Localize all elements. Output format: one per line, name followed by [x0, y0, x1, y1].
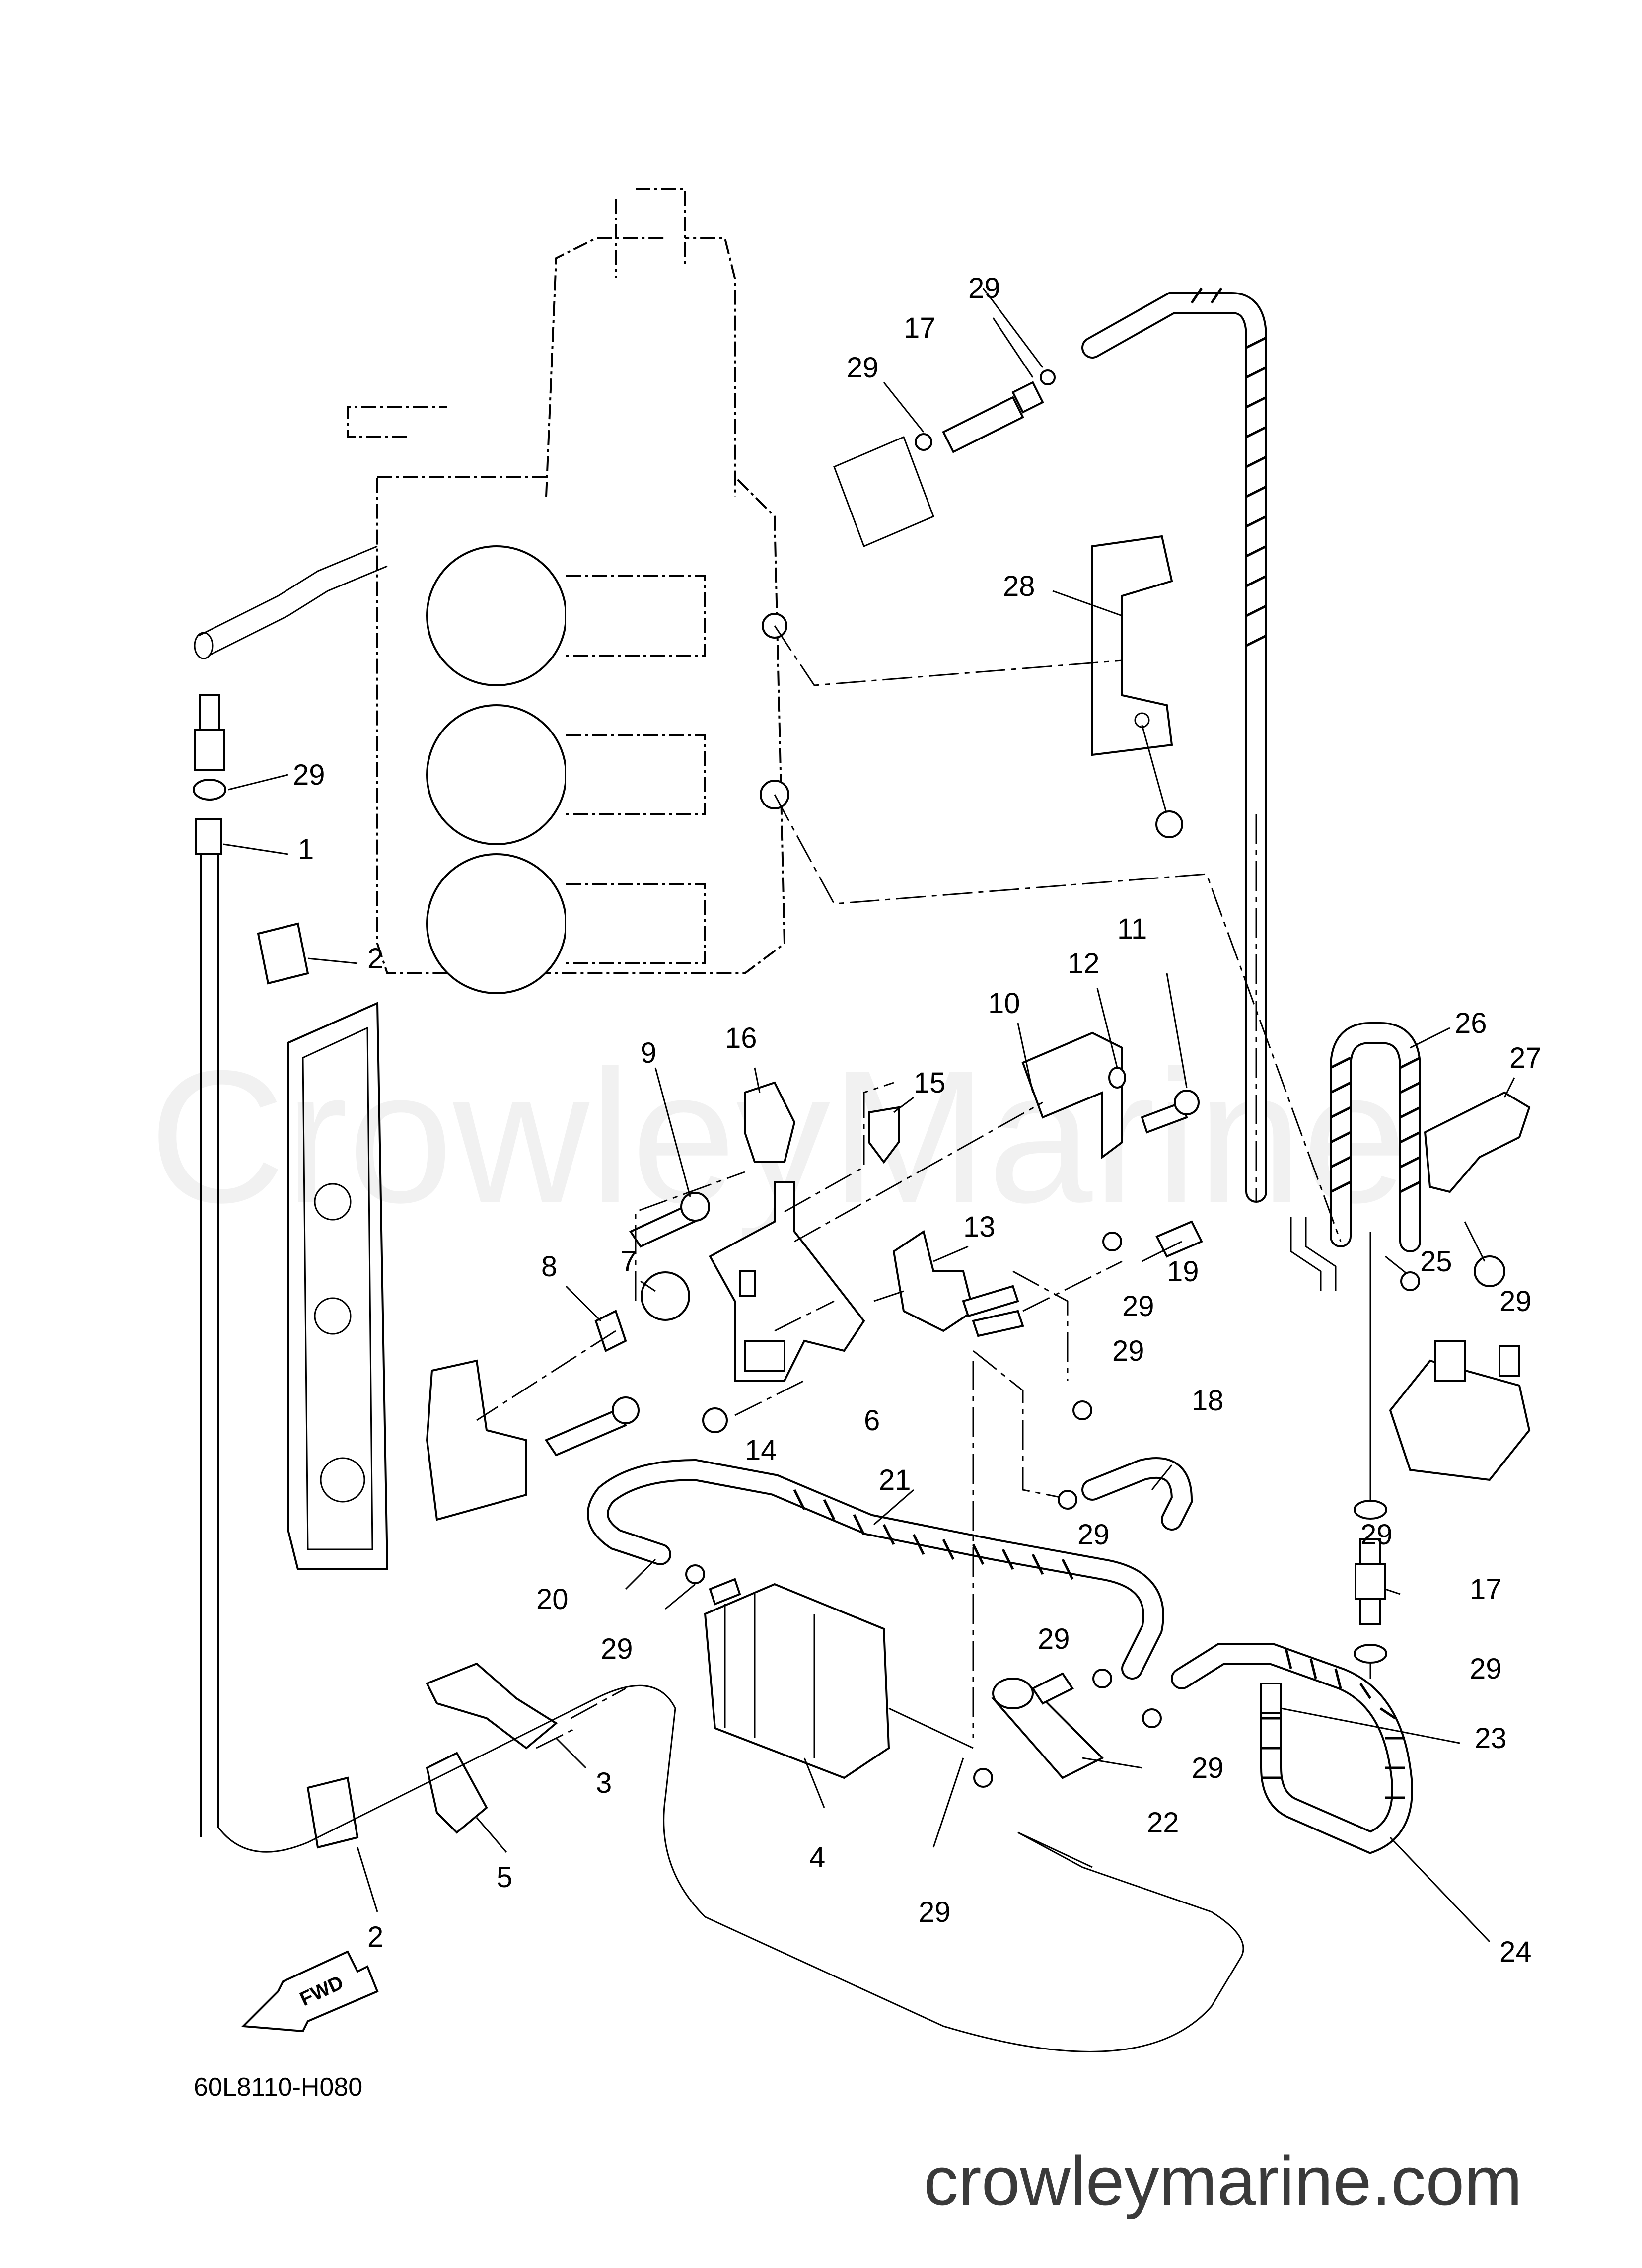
callout: 9	[641, 1037, 656, 1069]
callout: 29	[1122, 1290, 1154, 1322]
cover-plate	[287, 1001, 389, 1570]
callout: 2	[367, 1921, 383, 1953]
bracket-27	[1424, 1091, 1531, 1193]
callout: 25	[1420, 1245, 1452, 1278]
callout: 20	[536, 1583, 569, 1615]
mount-bolt	[545, 1409, 627, 1457]
callout: 5	[497, 1861, 512, 1894]
callout: 29	[1192, 1752, 1224, 1784]
connector-17-lower	[1354, 1242, 1387, 1679]
clip-2-lower	[306, 1776, 359, 1849]
callout: 26	[1455, 1007, 1487, 1039]
callout: 2	[367, 943, 383, 975]
canister-4	[704, 1578, 974, 1779]
bracket-27-bolt	[1474, 1255, 1505, 1287]
callout: 29	[293, 759, 325, 791]
collar-8	[594, 1310, 627, 1352]
bolt-9-head	[680, 1192, 710, 1222]
callout: 10	[988, 987, 1020, 1020]
callout: 29	[847, 352, 879, 384]
clip-5	[426, 1752, 488, 1834]
callout: 17	[1470, 1573, 1502, 1606]
callout: 6	[864, 1404, 880, 1437]
website-url: crowleymarine.com	[924, 2142, 1522, 2220]
callout: 18	[1192, 1385, 1224, 1417]
callout: 27	[1509, 1042, 1542, 1074]
hose-24	[1171, 1643, 1413, 1854]
engine-block	[194, 188, 789, 994]
vent-hose-26	[1290, 1022, 1421, 1291]
clamp-16	[744, 1081, 796, 1163]
leader-lines	[476, 625, 1371, 1749]
fwd-arrow-icon: FWD	[241, 1950, 379, 2033]
valve-13-nipple	[962, 1285, 1019, 1317]
callout: 23	[1475, 1722, 1507, 1755]
clip-2-upper	[257, 922, 309, 985]
callout: 13	[963, 1211, 996, 1243]
callout: 15	[914, 1067, 946, 1099]
fuel-line-1	[193, 694, 226, 1837]
return-hose-2	[1017, 1831, 1093, 1868]
purge-valve	[1389, 1340, 1531, 1481]
connector-17-top	[833, 369, 1056, 547]
callout-labels: 29 17 29 28 29 1 2 26 11 12 10 9 16 15 2…	[293, 272, 1542, 1968]
clamps-29	[685, 1232, 1420, 1788]
callout: 14	[745, 1434, 777, 1466]
bracket-6	[709, 1181, 865, 1382]
callout: 29	[919, 1896, 951, 1928]
bolt-11	[1141, 1101, 1188, 1134]
clip-3	[426, 1662, 558, 1750]
clip-15	[868, 1106, 900, 1164]
callout: 22	[1147, 1807, 1179, 1839]
drawing-code: 60L8110-H080	[194, 2073, 362, 2102]
valve-13-stud	[873, 1290, 904, 1302]
callout: 29	[1360, 1519, 1393, 1551]
callout-leaders	[223, 288, 1515, 1943]
mount-bracket	[426, 1359, 527, 1521]
callout: 29	[1038, 1623, 1070, 1655]
mount-bolt-head	[612, 1396, 640, 1424]
bolt-11-head	[1174, 1090, 1200, 1115]
callout: 29	[1499, 1285, 1532, 1317]
callout: 29	[1112, 1335, 1144, 1367]
callout: 8	[541, 1250, 557, 1283]
valve-13-nipple2	[972, 1310, 1024, 1337]
callout: 4	[809, 1841, 825, 1874]
callout: 12	[1068, 948, 1100, 980]
callout: 21	[879, 1464, 911, 1496]
callout: 11	[1117, 913, 1147, 945]
callout: 1	[298, 833, 314, 866]
callout: 16	[725, 1022, 757, 1054]
vent-hose-top	[1081, 287, 1267, 1203]
valve-13	[892, 1230, 975, 1332]
callout: 19	[1167, 1255, 1199, 1288]
nut-14	[702, 1407, 728, 1433]
grommet-7	[641, 1271, 690, 1321]
callout: 28	[1003, 570, 1035, 602]
callout: 24	[1499, 1936, 1532, 1968]
washer-12	[1108, 1067, 1126, 1089]
bracket-28	[1091, 535, 1183, 838]
fitting-22	[991, 1672, 1104, 1779]
return-hose	[217, 1684, 1244, 2052]
callout: 29	[601, 1633, 633, 1665]
bracket-10	[1021, 1031, 1123, 1159]
hose-21	[587, 1459, 1164, 1680]
callout: 3	[596, 1767, 612, 1799]
callout: 17	[904, 312, 936, 344]
callout: 7	[621, 1245, 637, 1278]
callout: 29	[1077, 1519, 1110, 1551]
callout: 29	[1470, 1653, 1502, 1685]
callout: 29	[968, 272, 1000, 304]
